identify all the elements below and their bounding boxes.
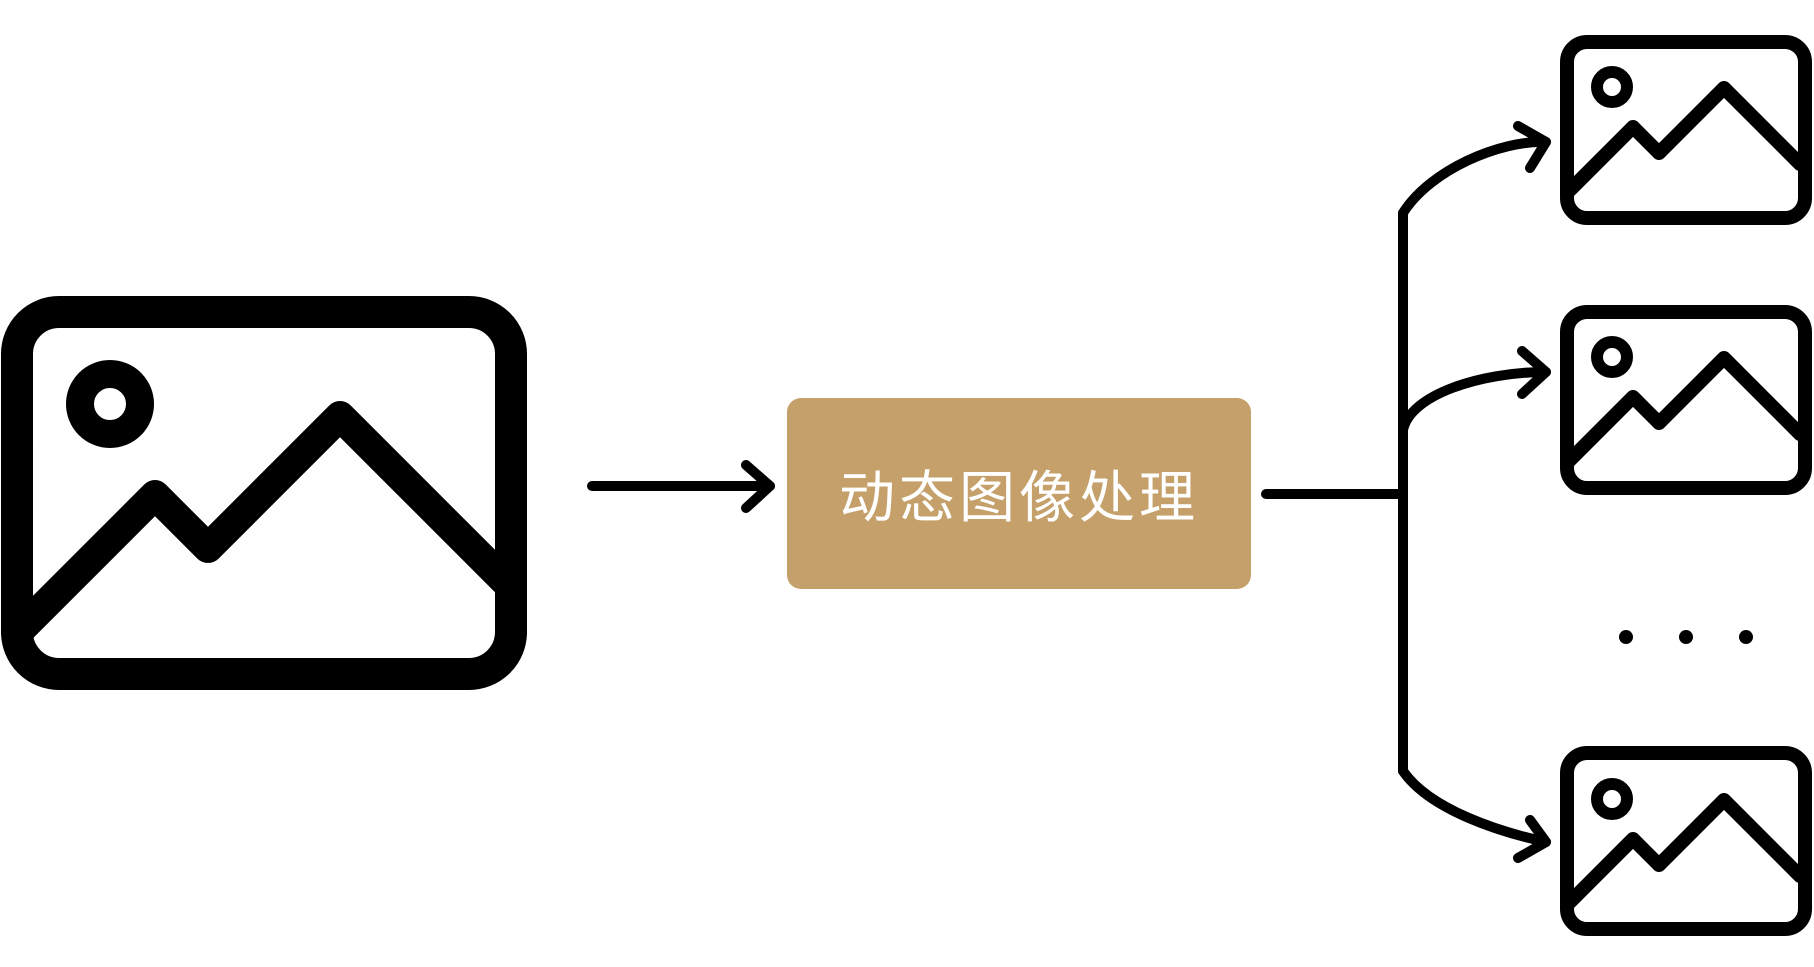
output-image-icon-2 bbox=[1560, 305, 1812, 495]
output-image-icon-3 bbox=[1560, 746, 1812, 936]
branch-arrow-1 bbox=[1398, 121, 1551, 218]
process-box: 动态图像处理 bbox=[787, 398, 1251, 589]
input-arrow bbox=[587, 460, 775, 513]
more-outputs-ellipsis bbox=[1619, 630, 1753, 644]
output-image-icon-1 bbox=[1560, 35, 1812, 225]
branch-connector bbox=[1261, 208, 1408, 776]
input-image-icon bbox=[1, 296, 527, 690]
branch-arrow-2 bbox=[1398, 346, 1551, 435]
branch-arrow-3 bbox=[1398, 766, 1551, 863]
process-label: 动态图像处理 bbox=[839, 466, 1199, 531]
